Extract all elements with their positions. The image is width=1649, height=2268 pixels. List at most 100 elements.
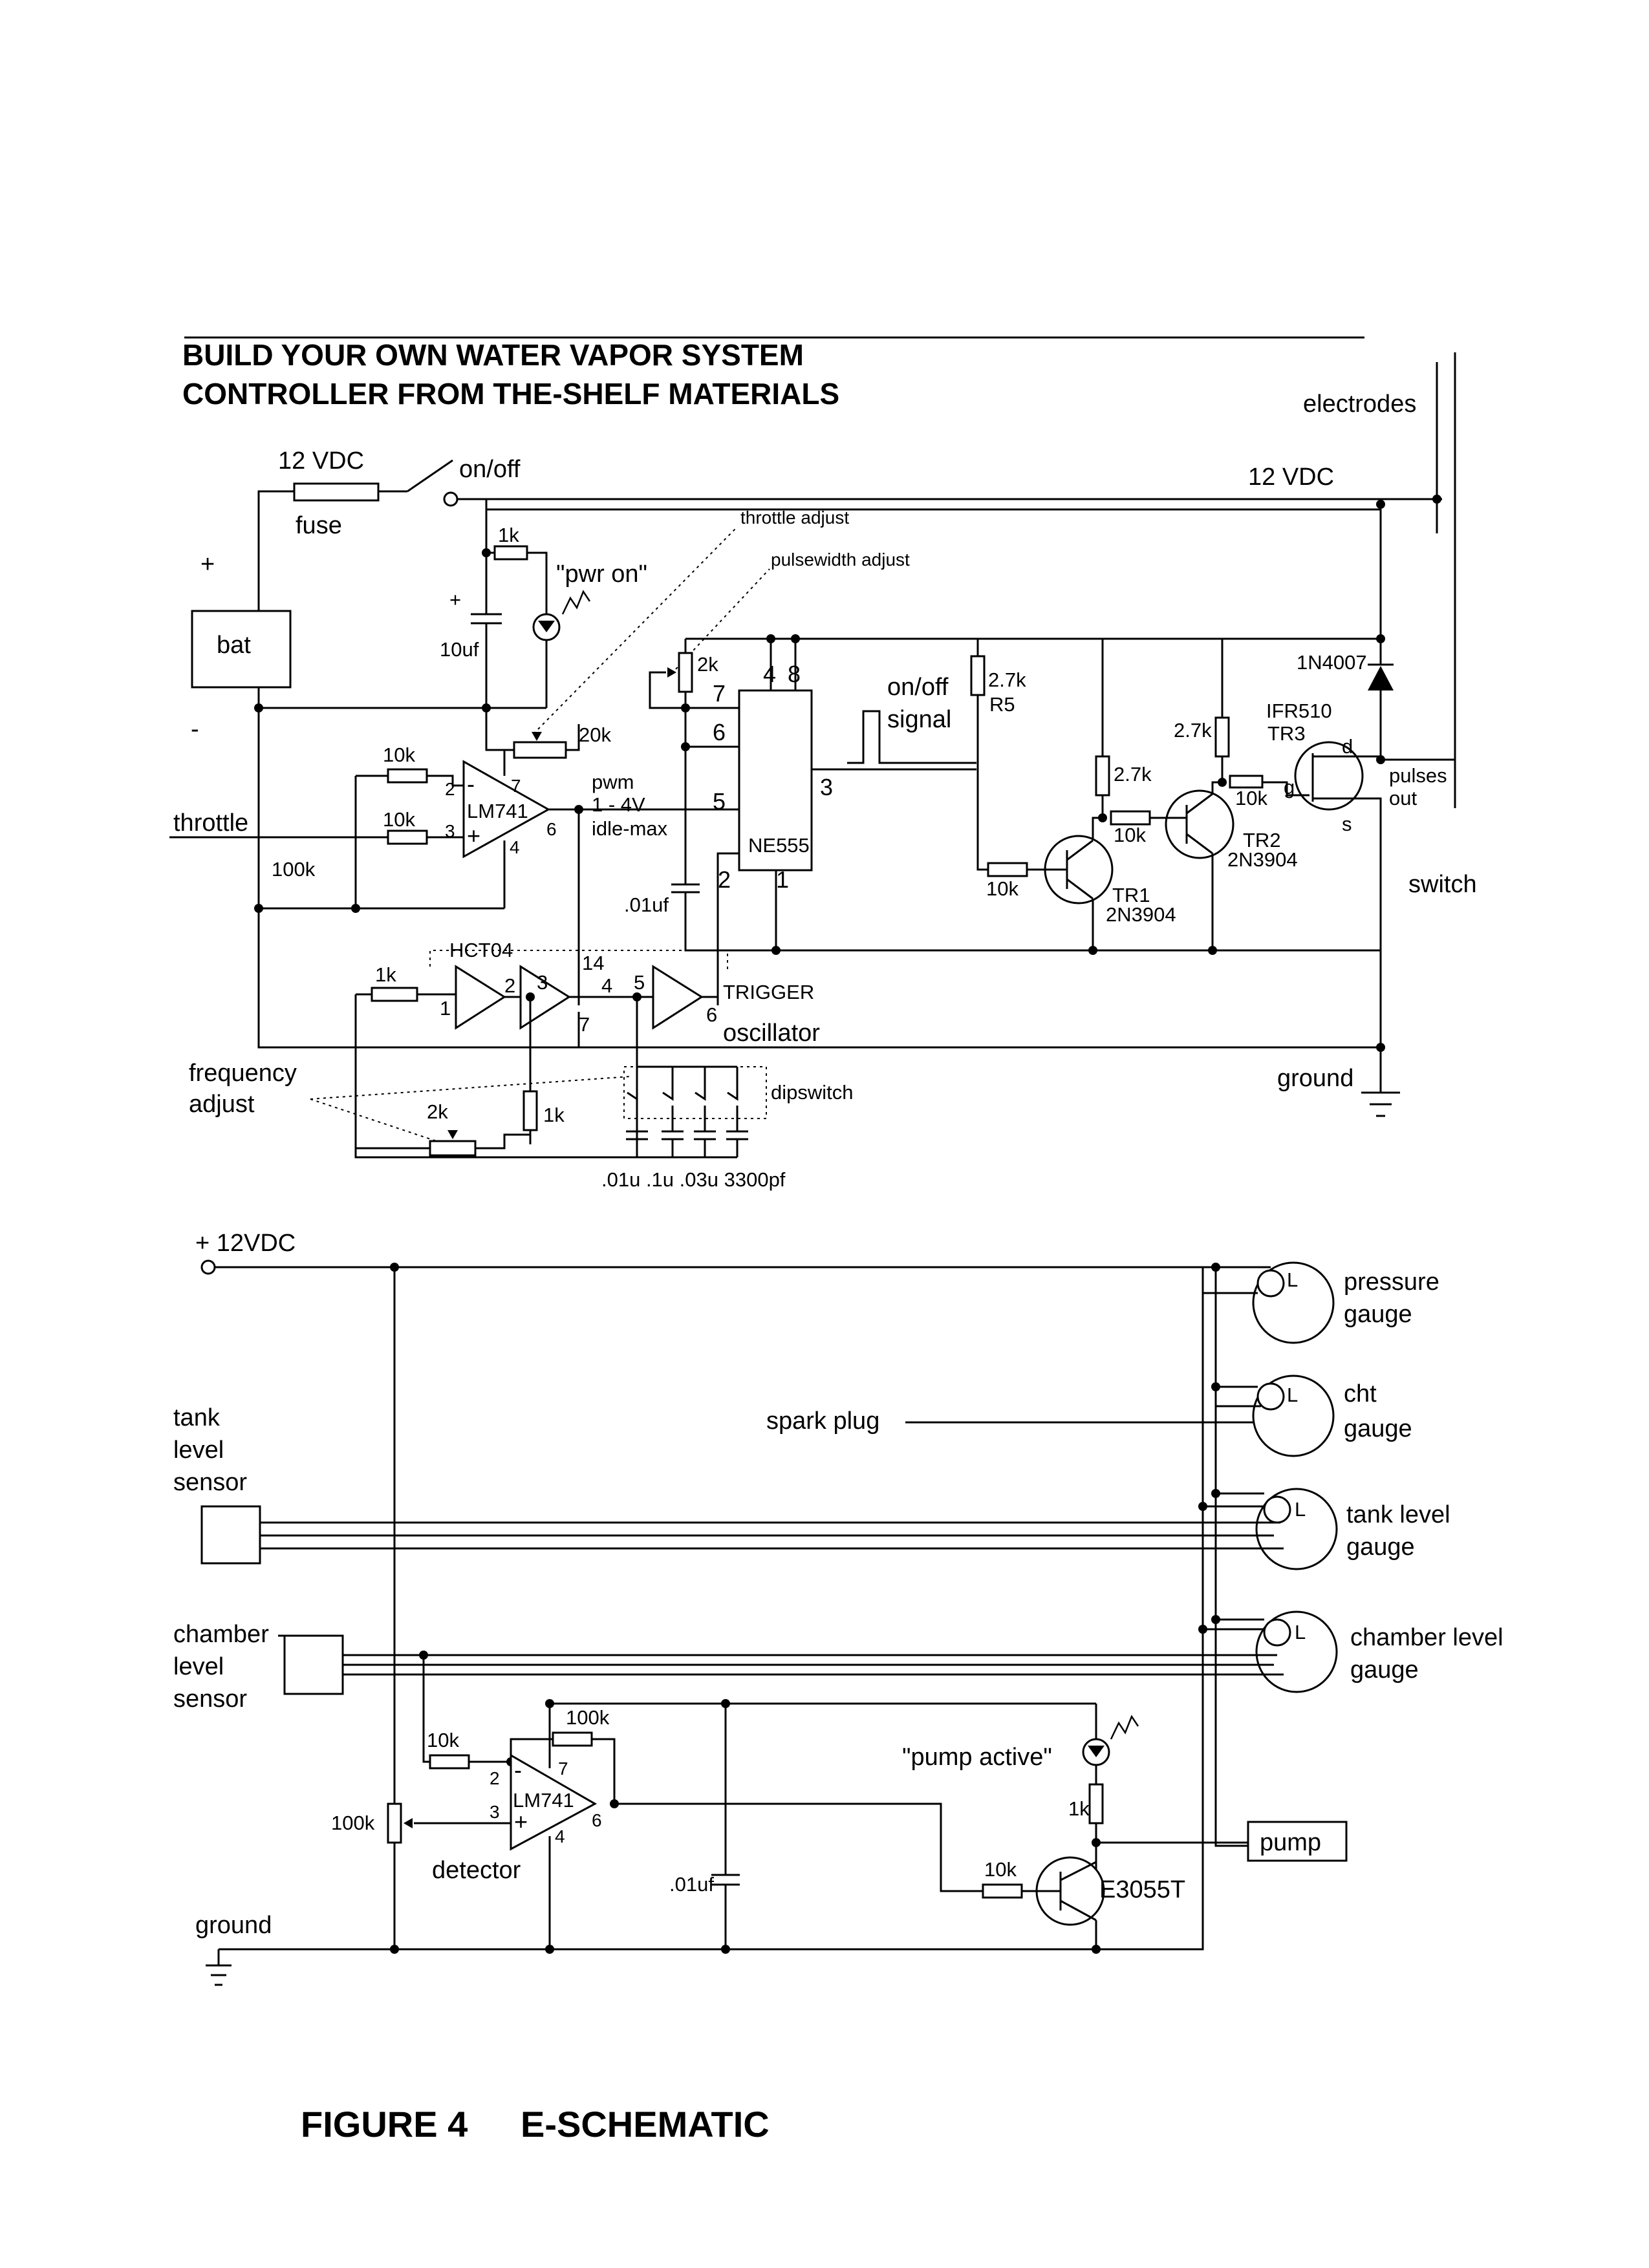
junction-100k-1 (254, 904, 263, 913)
label-12vdc-bottom: + 12VDC (195, 1230, 296, 1257)
top-ground-label: ground (1277, 1065, 1353, 1092)
resistor-1k-pwr (493, 545, 528, 561)
pot-2k-freq-label: 2k (427, 1100, 448, 1123)
diode-label: 1N4007 (1297, 651, 1367, 674)
junction-tr2-e (1208, 946, 1217, 955)
wire-chamber-sensor (278, 1634, 1284, 1676)
resistor-10k-tr1-label: 10k (986, 877, 1018, 900)
onoff-label: on/off (459, 456, 521, 483)
battery-label: bat (217, 632, 251, 659)
resistor-10k-tr3-label: 10k (1235, 787, 1267, 809)
wire-bottom-cap (550, 1702, 1096, 1949)
ifr510-label: IFR510 (1266, 700, 1332, 722)
bottom-circuit: + 12VDC L pressure gauge L cht gauge L t… (173, 1230, 1503, 1986)
resistor-100k-fb-label: 100k (566, 1706, 610, 1729)
resistor-10k-tr2 (1110, 810, 1151, 826)
opamp-bottom-pin6: 6 (592, 1810, 602, 1830)
wire-pump-coll (1095, 1823, 1248, 1878)
resistor-100k-label: 100k (272, 858, 316, 881)
dipswitch-caps-label: .01u .1u .03u 3300pf (601, 1168, 786, 1191)
pwr-on-label: "pwr on" (556, 561, 647, 588)
resistor-10k-tr2-label: 10k (1114, 824, 1146, 846)
opamp-top-minus: - (467, 771, 475, 797)
hct04-outline (429, 950, 728, 970)
ne555-pin4: 4 (763, 661, 776, 687)
ne555-pin7: 7 (713, 680, 726, 707)
tr3-internal (1262, 753, 1348, 802)
junction-tr1-e (1088, 946, 1097, 955)
chamber-gauge-l: L (1295, 1621, 1306, 1643)
resistor-10k-base-label: 10k (984, 1858, 1017, 1881)
tank-sensor-label-2: level (173, 1437, 224, 1464)
chamber-level-sensor (283, 1634, 344, 1695)
switch-label: switch (1408, 871, 1477, 898)
wire-detector-base (614, 1803, 983, 1892)
cht-gauge-l: L (1287, 1384, 1298, 1406)
inv-pin7: 7 (579, 1013, 590, 1036)
junction-bg-2 (545, 1945, 554, 1954)
throttle-adjust-label: throttle adjust (740, 508, 849, 528)
junction-vcc-2 (791, 634, 800, 643)
junction-bg-1 (390, 1945, 399, 1954)
signal-pulse (847, 710, 976, 764)
junction-gauge-5 (1198, 1502, 1207, 1511)
ne555-label: NE555 (748, 834, 810, 857)
throttle-adjust-line (533, 526, 738, 734)
opamp-bottom-pin7: 7 (558, 1759, 568, 1779)
resistor-1k-pump (1088, 1783, 1104, 1824)
led-pwr-rays (561, 590, 591, 615)
idle-max-label: idle-max (592, 817, 668, 840)
figure-number: FIGURE 4 (301, 2104, 468, 2145)
pulses-label: pulses (1389, 764, 1447, 787)
title-line-2: CONTROLLER FROM THE-SHELF MATERIALS (182, 377, 839, 411)
resistor-r5 (970, 655, 986, 696)
resistor-2-7k-mid (1095, 755, 1110, 797)
junction-gauge-3 (1211, 1489, 1220, 1498)
inv-pin5: 5 (634, 971, 645, 994)
resistor-2-7k-right (1214, 716, 1230, 758)
wire-tank-sensor (260, 1521, 1284, 1550)
junction-ne-gnd (771, 946, 781, 955)
battery-symbol (191, 610, 292, 689)
pot-2k-ne-label: 2k (697, 653, 718, 676)
chamber-gauge-lamp (1263, 1618, 1291, 1647)
pwm-range-label: 1 - 4V (592, 793, 645, 816)
cht-gauge: L cht gauge (1252, 1375, 1412, 1457)
resistor-10k-fb (387, 768, 428, 784)
title-line-1: BUILD YOUR OWN WATER VAPOR SYSTEM (182, 338, 804, 372)
tr2-internal (1150, 793, 1213, 855)
throttle-label: throttle (173, 809, 248, 837)
resistor-1k-freq-label: 1k (543, 1104, 565, 1126)
opamp-top-pin6: 6 (546, 819, 557, 839)
diode-1n4007 (1368, 666, 1394, 690)
junction-bg-4 (1092, 1945, 1101, 1954)
inverter-3 (652, 965, 704, 1030)
opamp-top-pin3: 3 (445, 821, 455, 841)
chamber-gauge-label-1: chamber level (1350, 1624, 1503, 1651)
wire-dipswitch-bus (637, 1065, 737, 1159)
dipswitch-outline (623, 1066, 767, 1119)
resistor-10k-in-label: 10k (383, 808, 415, 831)
chamber-sensor-label-3: sensor (173, 1685, 247, 1713)
resistor-1k-pump-label: 1k (1068, 1797, 1090, 1820)
tank-gauge-label-1: tank level (1346, 1501, 1450, 1528)
opamp-bottom-pin4: 4 (555, 1826, 565, 1846)
battery-minus-label: - (191, 716, 199, 743)
resistor-10k-tr1 (987, 862, 1028, 877)
e3055t-internal (1022, 1861, 1097, 1921)
cap-01uf-bottom-label: .01uf (669, 1873, 714, 1896)
pressure-gauge-label-1: pressure (1344, 1268, 1439, 1296)
pressure-gauge-l: L (1287, 1268, 1298, 1291)
wire-cap-ne-down (684, 892, 1381, 952)
junction-tr1-c (1098, 813, 1107, 822)
tr3-g-label: g (1284, 776, 1295, 798)
frequency-label: frequency (189, 1060, 297, 1087)
wire-ne-pin2 (717, 852, 739, 1005)
ne555-pin1: 1 (776, 866, 789, 893)
onoff-signal-label-1: on/off (887, 674, 949, 701)
cap-01uf-ne-label: .01uf (624, 893, 669, 916)
ne555-pin3: 3 (820, 774, 833, 800)
dipswitch-cap-1 (626, 1067, 648, 1157)
opamp-bottom-pin2: 2 (490, 1768, 500, 1788)
